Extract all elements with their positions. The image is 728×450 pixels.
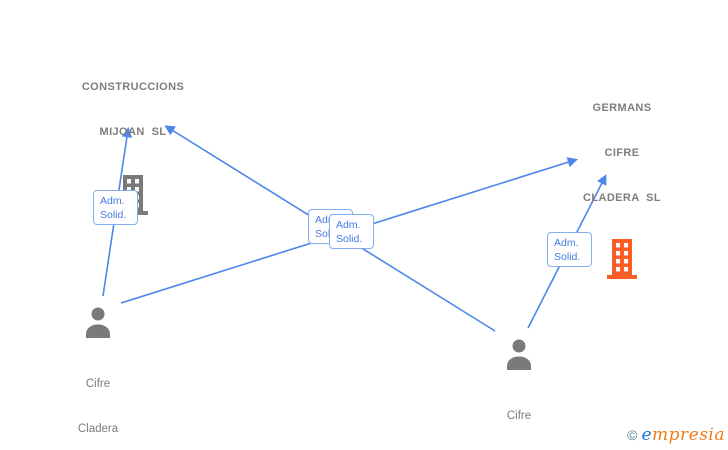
person-icon[interactable] xyxy=(83,306,113,343)
brand-letter-e: e xyxy=(641,425,652,445)
edge-label-antonio-construccions: Adm. Solid. xyxy=(93,190,138,225)
edge-label-line: Solid. xyxy=(100,209,127,221)
edge-label-line: Adm. xyxy=(100,195,125,207)
empresia-logo[interactable]: © empresia xyxy=(627,425,725,445)
node-person-cifre-cladera-antonio[interactable]: Cifre Cladera Antonio xyxy=(38,306,158,450)
company-name-line: CLADERA SL xyxy=(583,192,661,204)
edge-label-antonio-germans: Adm. Solid. xyxy=(329,214,374,249)
node-person-cifre-cladera-miguel[interactable]: Cifre Cladera Miguel xyxy=(459,338,579,450)
edge-label-line: Adm. xyxy=(336,219,361,231)
company-name-line: CONSTRUCCIONS xyxy=(81,81,185,93)
person-icon[interactable] xyxy=(504,338,534,375)
person-name: Cifre Cladera Miguel xyxy=(459,379,579,450)
company-name: CONSTRUCCIONS MIJOAN SL xyxy=(58,50,208,170)
edge-label-miguel-germans: Adm. Solid. xyxy=(547,232,592,267)
edge-label-line: Solid. xyxy=(336,233,363,245)
company-name-line: CIFRE xyxy=(604,147,640,159)
building-icon[interactable] xyxy=(607,239,637,284)
person-name-line: Cifre xyxy=(506,410,532,422)
brand-rest: mpresia xyxy=(652,425,725,445)
edge-label-line: Solid. xyxy=(554,251,581,263)
node-company-germans-cifre-cladera[interactable]: GERMANS CIFRE CLADERA SL xyxy=(547,71,697,284)
copyright-icon: © xyxy=(627,427,638,443)
person-name: Cifre Cladera Antonio xyxy=(38,347,158,450)
person-name-line: Cifre xyxy=(85,378,111,390)
company-name-line: GERMANS xyxy=(592,102,652,114)
company-name: GERMANS CIFRE CLADERA SL xyxy=(547,71,697,236)
edge-label-line: Adm. xyxy=(554,237,579,249)
person-name-line: Cladera xyxy=(77,423,119,435)
brand-wordmark: empresia xyxy=(641,425,725,445)
company-name-line: MIJOAN SL xyxy=(99,126,167,138)
